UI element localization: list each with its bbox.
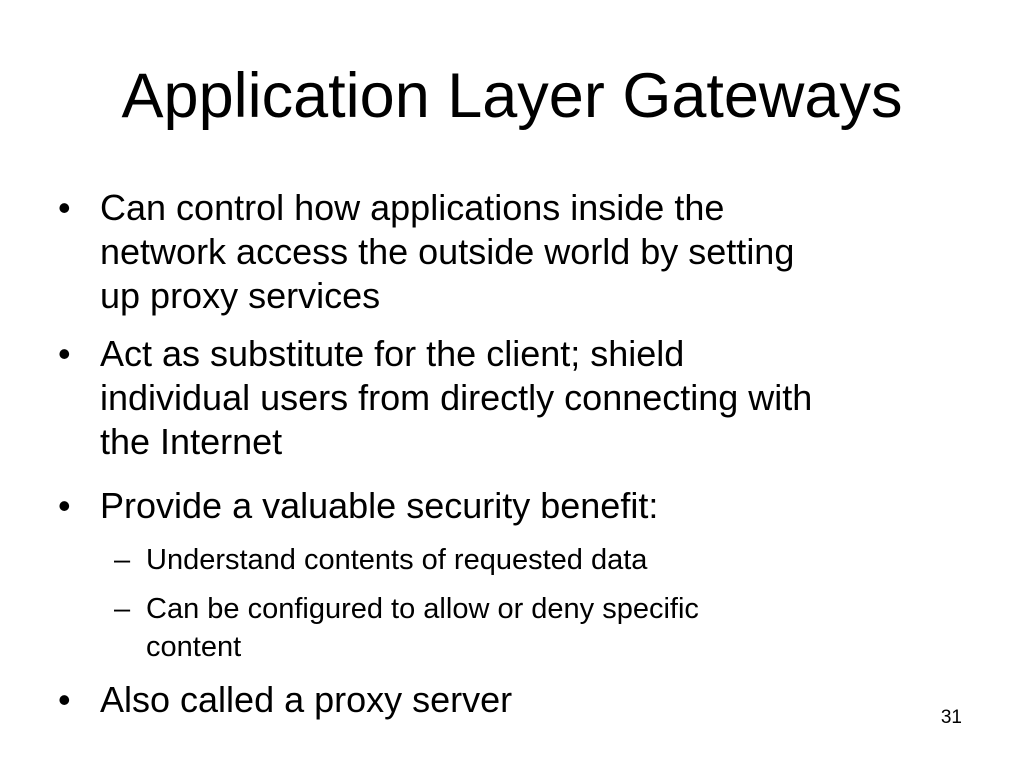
sub-bullet-line: Can be configured to allow or deny speci… <box>146 593 699 625</box>
bullet-icon: • <box>58 485 71 526</box>
bullet-item: • Can control how applications inside th… <box>58 186 970 318</box>
sub-bullet-line: content <box>146 631 242 663</box>
sub-bullet-item: – Understand contents of requested data <box>114 538 946 582</box>
sub-bullet-item: – Can be configured to allow or deny spe… <box>114 587 946 669</box>
sub-bullet-line: Understand contents of requested data <box>146 544 648 576</box>
slide-title: Application Layer Gateways <box>121 61 903 131</box>
bullet-line: individual users from directly connectin… <box>100 377 813 418</box>
bullet-icon: • <box>58 187 71 228</box>
page-number: 31 <box>940 707 962 728</box>
bullet-line: Act as substitute for the client; shield <box>100 333 685 374</box>
bullet-line: Provide a valuable security benefit: <box>100 485 659 526</box>
dash-icon: – <box>114 544 131 576</box>
bullet-line: the Internet <box>100 421 283 462</box>
bullet-line: network access the outside world by sett… <box>100 231 795 272</box>
bullet-line: Can control how applications inside the <box>100 187 725 228</box>
bullet-item: • Also called a proxy server <box>58 678 970 722</box>
bullet-item: • Act as substitute for the client; shie… <box>58 332 970 464</box>
bullet-line: up proxy services <box>100 275 381 316</box>
bullet-line: Also called a proxy server <box>100 679 513 720</box>
dash-icon: – <box>114 593 131 625</box>
bullet-icon: • <box>58 679 71 720</box>
bullet-icon: • <box>58 333 71 374</box>
bullet-item: • Provide a valuable security benefit: <box>58 484 970 528</box>
